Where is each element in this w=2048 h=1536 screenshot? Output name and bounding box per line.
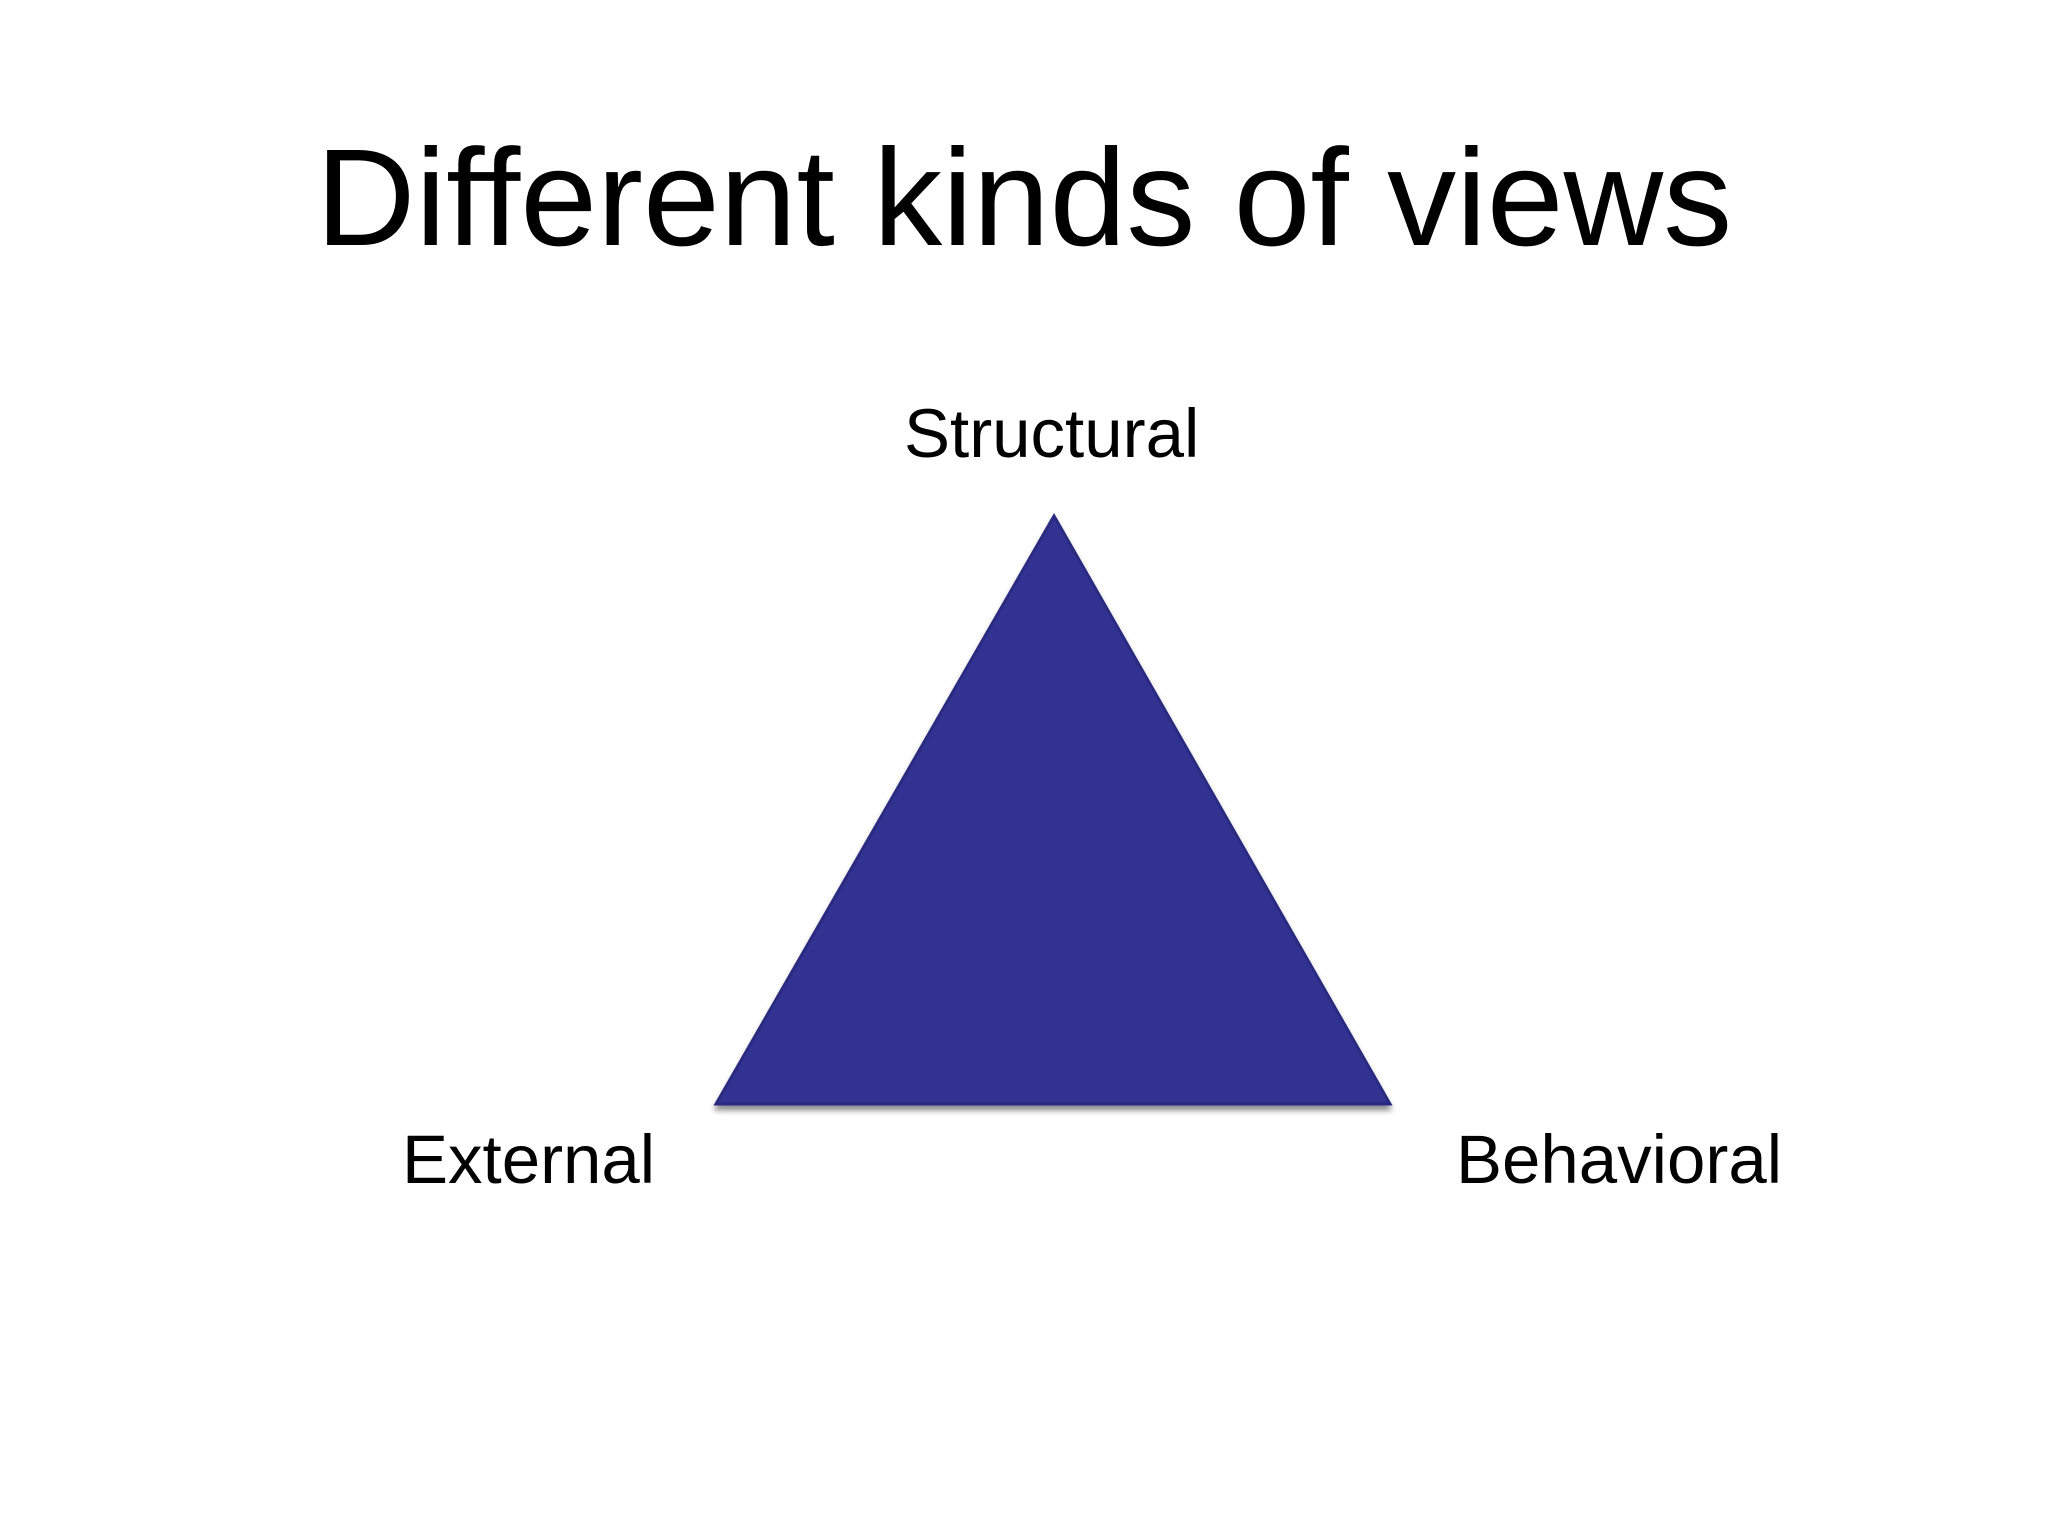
vertex-label-behavioral: Behavioral <box>1456 1121 1783 1198</box>
slide-title: Different kinds of views <box>315 121 1733 275</box>
triangle-shape <box>713 512 1393 1106</box>
vertex-label-structural: Structural <box>904 395 1200 472</box>
vertex-label-external: External <box>402 1121 656 1198</box>
